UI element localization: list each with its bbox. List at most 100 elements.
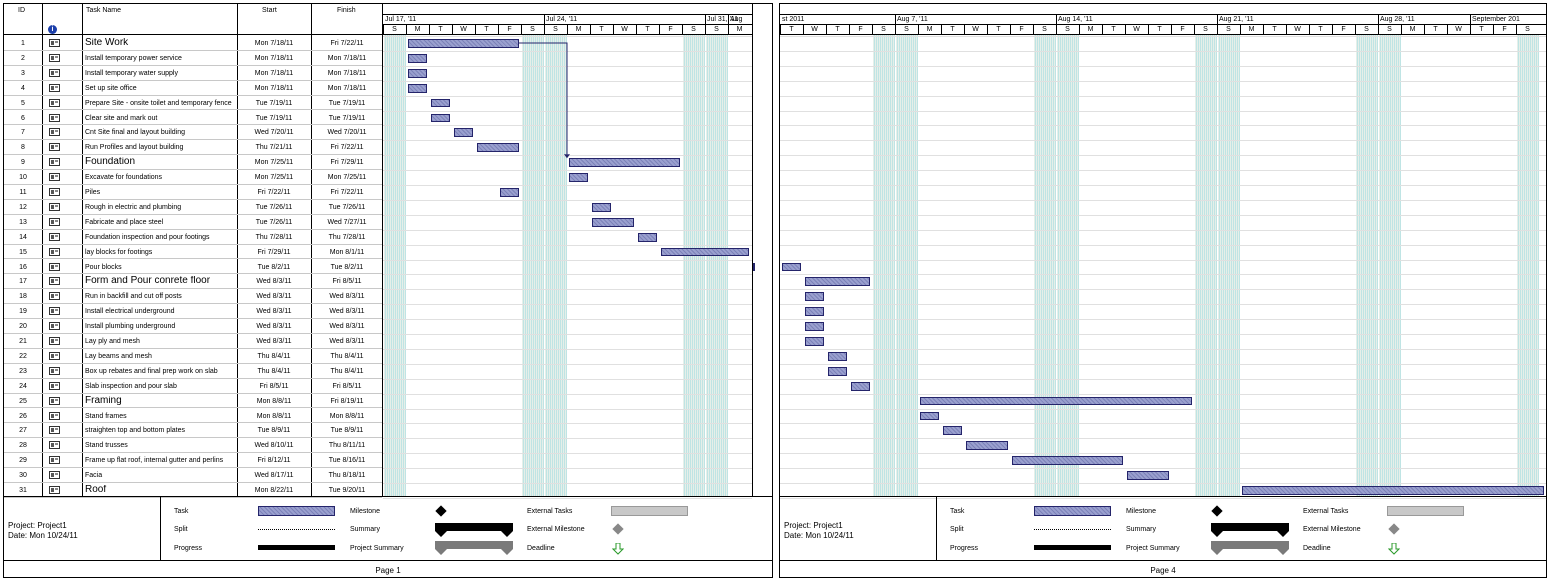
task-name[interactable]: Stand trusses — [85, 442, 128, 450]
gantt-task-bar[interactable] — [408, 39, 519, 48]
task-name[interactable]: Frame up flat roof, internal gutter and … — [85, 457, 224, 465]
gantt-task-bar[interactable] — [408, 68, 427, 78]
task-start[interactable]: Thu 8/4/11 — [257, 352, 291, 360]
task-name[interactable]: Slab inspection and pour slab — [85, 382, 177, 390]
task-finish[interactable]: Tue 7/19/11 — [328, 114, 366, 122]
task-finish[interactable]: Fri 7/29/11 — [330, 159, 364, 167]
task-start[interactable]: Mon 8/22/11 — [254, 487, 294, 494]
gantt-task-bar[interactable] — [661, 247, 749, 257]
task-name[interactable]: Run in backfill and cut off posts — [85, 293, 182, 301]
task-start[interactable]: Mon 7/18/11 — [254, 84, 294, 92]
task-start[interactable]: Mon 7/25/11 — [254, 159, 294, 167]
gantt-task-bar[interactable] — [408, 53, 427, 63]
task-start[interactable]: Mon 7/25/11 — [254, 174, 294, 182]
task-start[interactable]: Thu 7/21/11 — [255, 144, 293, 152]
task-name[interactable]: Rough in electric and plumbing — [85, 203, 182, 211]
task-name[interactable]: Roof — [85, 485, 107, 494]
task-finish[interactable]: Fri 7/22/11 — [330, 144, 364, 152]
task-finish[interactable]: Wed 8/3/11 — [329, 308, 365, 316]
task-start[interactable]: Wed 8/17/11 — [254, 472, 294, 480]
task-start[interactable]: Fri 8/5/11 — [259, 382, 289, 390]
gantt-task-bar[interactable] — [431, 98, 450, 108]
task-start[interactable]: Fri 7/22/11 — [257, 189, 291, 196]
task-finish[interactable]: Mon 8/1/11 — [329, 248, 365, 256]
column-header-start[interactable]: Start — [262, 7, 277, 14]
task-name[interactable]: Form and Pour conrete floor — [85, 276, 211, 286]
task-finish[interactable]: Wed 8/3/11 — [329, 338, 365, 345]
task-finish[interactable]: Thu 8/4/11 — [330, 352, 364, 360]
gantt-task-bar[interactable] — [753, 262, 755, 272]
gantt-task-bar[interactable] — [805, 292, 824, 302]
task-finish[interactable]: Fri 8/5/11 — [332, 382, 362, 390]
task-name[interactable]: Foundation inspection and pour footings — [85, 233, 210, 241]
column-header-id[interactable]: ID — [18, 7, 25, 14]
task-start[interactable]: Wed 8/3/11 — [256, 308, 292, 316]
task-start[interactable]: Wed 8/10/11 — [254, 442, 294, 450]
gantt-task-bar[interactable] — [638, 232, 657, 242]
gantt-task-bar[interactable] — [805, 277, 870, 287]
task-name[interactable]: Site Work — [85, 38, 129, 47]
task-start[interactable]: Wed 8/3/11 — [256, 338, 292, 345]
task-name[interactable]: Pour blocks — [85, 263, 122, 271]
task-start[interactable]: Thu 8/4/11 — [257, 367, 291, 375]
task-finish[interactable]: Tue 8/16/11 — [328, 457, 366, 465]
task-start[interactable]: Fri 8/12/11 — [257, 457, 291, 465]
task-name[interactable]: Install temporary water supply — [85, 69, 178, 77]
gantt-task-bar[interactable] — [592, 202, 611, 212]
task-start[interactable]: Tue 7/19/11 — [255, 99, 293, 107]
task-finish[interactable]: Tue 9/20/11 — [328, 487, 366, 494]
task-name[interactable]: Lay beams and mesh — [85, 352, 152, 360]
task-name[interactable]: Install plumbing underground — [85, 323, 176, 331]
task-finish[interactable]: Mon 7/18/11 — [327, 69, 367, 77]
task-finish[interactable]: Fri 8/5/11 — [332, 278, 362, 286]
gantt-task-bar[interactable] — [966, 441, 1008, 451]
task-finish[interactable]: Fri 7/22/11 — [330, 189, 364, 196]
task-name[interactable]: lay blocks for footings — [85, 248, 153, 256]
task-name[interactable]: Facia — [85, 472, 103, 480]
gantt-task-bar[interactable] — [1127, 471, 1169, 480]
gantt-task-bar[interactable] — [828, 351, 847, 361]
task-finish[interactable]: Wed 7/20/11 — [327, 129, 367, 137]
task-finish[interactable]: Tue 8/9/11 — [330, 427, 364, 435]
task-finish[interactable]: Wed 8/3/11 — [329, 293, 365, 301]
task-finish[interactable]: Thu 7/28/11 — [328, 233, 366, 241]
task-name[interactable]: Clear site and mark out — [85, 114, 158, 122]
task-name[interactable]: Excavate for foundations — [85, 174, 163, 182]
task-start[interactable]: Tue 7/26/11 — [255, 218, 293, 226]
task-start[interactable]: Tue 7/19/11 — [255, 114, 293, 122]
task-name[interactable]: Foundation — [85, 157, 136, 167]
task-start[interactable]: Tue 8/9/11 — [257, 427, 291, 435]
gantt-task-bar[interactable] — [500, 188, 519, 197]
gantt-task-bar[interactable] — [592, 217, 634, 227]
task-name[interactable]: Piles — [85, 189, 101, 196]
gantt-task-bar[interactable] — [943, 426, 962, 436]
task-name[interactable]: Cnt Site final and layout building — [85, 129, 186, 137]
task-name[interactable]: Install electrical underground — [85, 308, 175, 316]
task-name[interactable]: Stand frames — [85, 412, 127, 420]
task-finish[interactable]: Mon 7/25/11 — [327, 174, 367, 182]
task-finish[interactable]: Tue 7/19/11 — [328, 99, 366, 107]
